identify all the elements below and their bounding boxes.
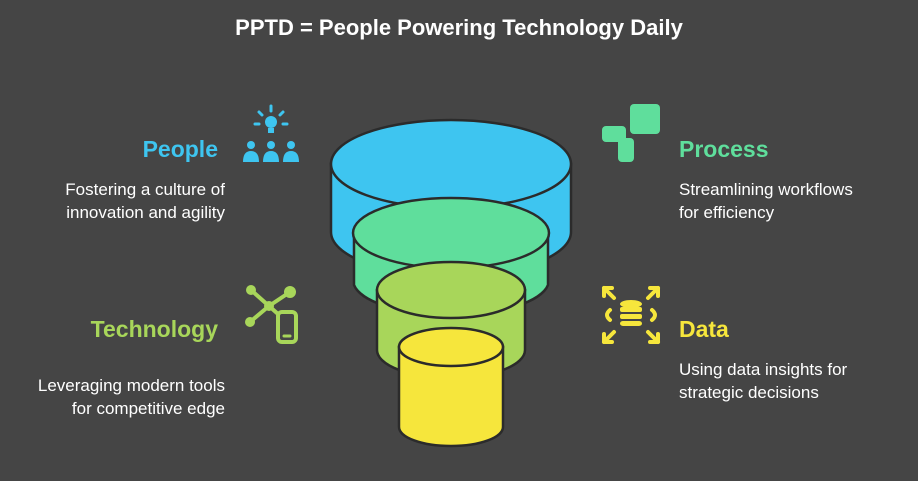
funnel-layer-process-top <box>351 196 551 270</box>
workflow-icon <box>602 104 660 162</box>
funnel-layer-technology-top <box>375 260 527 320</box>
technology-description-line: for competitive edge <box>71 399 225 418</box>
funnel-layer-people-top <box>329 118 573 210</box>
process-description: Streamlining workflows for efficiency <box>679 178 899 224</box>
technology-heading: Technology <box>90 316 218 342</box>
funnel-layer-data <box>397 345 505 448</box>
data-description: Using data insights for strategic decisi… <box>679 358 899 404</box>
process-heading: Process <box>679 136 769 162</box>
data-heading: Data <box>679 316 729 342</box>
data-description-line: Using data insights for <box>679 360 848 379</box>
data-description-line: strategic decisions <box>679 383 819 402</box>
people-description-line: Fostering a culture of <box>65 180 225 199</box>
diagram-title: PPTD = People Powering Technology Daily <box>235 15 683 40</box>
technology-description-line: Leveraging modern tools <box>37 376 225 395</box>
lightbulb-team-icon <box>243 104 299 162</box>
process-description-line: Streamlining workflows <box>679 180 853 199</box>
process-description-line: for efficiency <box>679 203 775 222</box>
people-description-line: innovation and agility <box>66 203 225 222</box>
database-expand-icon <box>602 286 660 344</box>
people-heading: People <box>142 136 218 162</box>
technology-description: Leveraging modern tools for competitive … <box>5 374 225 420</box>
funnel-layer-data-top <box>397 326 505 368</box>
network-device-icon <box>245 285 298 344</box>
people-description: Fostering a culture of innovation and ag… <box>20 178 225 224</box>
